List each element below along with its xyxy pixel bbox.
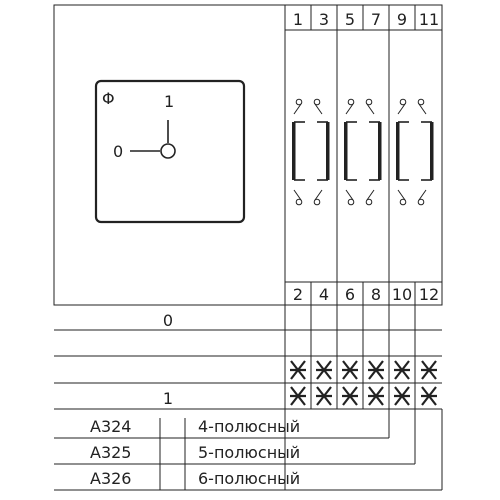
contact-block-1 [292, 98, 330, 206]
dial-off-label: 0 [113, 142, 123, 161]
dial-plate: Φ 1 0 [94, 79, 246, 224]
model-code: A324 [90, 417, 131, 436]
position-label-on: 1 [163, 389, 173, 408]
terminal-label: 11 [419, 10, 439, 29]
closed-mark [316, 386, 332, 406]
terminal-label: 6 [345, 285, 355, 304]
terminal-label: 2 [293, 285, 303, 304]
model-description: 6-полюсный [198, 469, 300, 488]
dial-symbol: Φ [102, 89, 115, 108]
contact-block-3 [396, 98, 434, 206]
closed-mark [421, 386, 437, 406]
closed-mark [421, 360, 437, 380]
closed-mark [290, 360, 306, 380]
closed-mark [316, 360, 332, 380]
dial-on-label: 1 [164, 92, 174, 111]
terminal-label: 12 [419, 285, 439, 304]
position-label-off: 0 [163, 311, 173, 330]
top-terminal-labels: 1 3 5 7 9 11 [293, 10, 439, 29]
terminal-label: 7 [371, 10, 381, 29]
contact-block-2 [344, 98, 382, 206]
closed-mark [342, 386, 358, 406]
terminal-label: 9 [397, 10, 407, 29]
closed-mark [394, 360, 410, 380]
closed-mark [290, 386, 306, 406]
terminal-label: 8 [371, 285, 381, 304]
terminal-label: 1 [293, 10, 303, 29]
model-description: 5-полюсный [198, 443, 300, 462]
terminal-columns [284, 5, 443, 490]
model-table: A324 4-полюсный A325 5-полюсный A326 6-п… [54, 409, 443, 491]
closed-mark [342, 360, 358, 380]
terminal-label: 3 [319, 10, 329, 29]
dial-pivot [160, 143, 176, 159]
closed-mark [368, 386, 384, 406]
terminal-label: 10 [392, 285, 412, 304]
terminal-label: 5 [345, 10, 355, 29]
model-code: A326 [90, 469, 131, 488]
closed-contact-marks [290, 360, 437, 406]
terminal-label: 4 [319, 285, 329, 304]
closed-mark [394, 386, 410, 406]
model-code: A325 [90, 443, 131, 462]
closed-mark [368, 360, 384, 380]
bottom-terminal-labels: 2 4 6 8 10 12 [293, 285, 439, 304]
model-description: 4-полюсный [198, 417, 300, 436]
position-table: 0 1 [54, 305, 442, 410]
